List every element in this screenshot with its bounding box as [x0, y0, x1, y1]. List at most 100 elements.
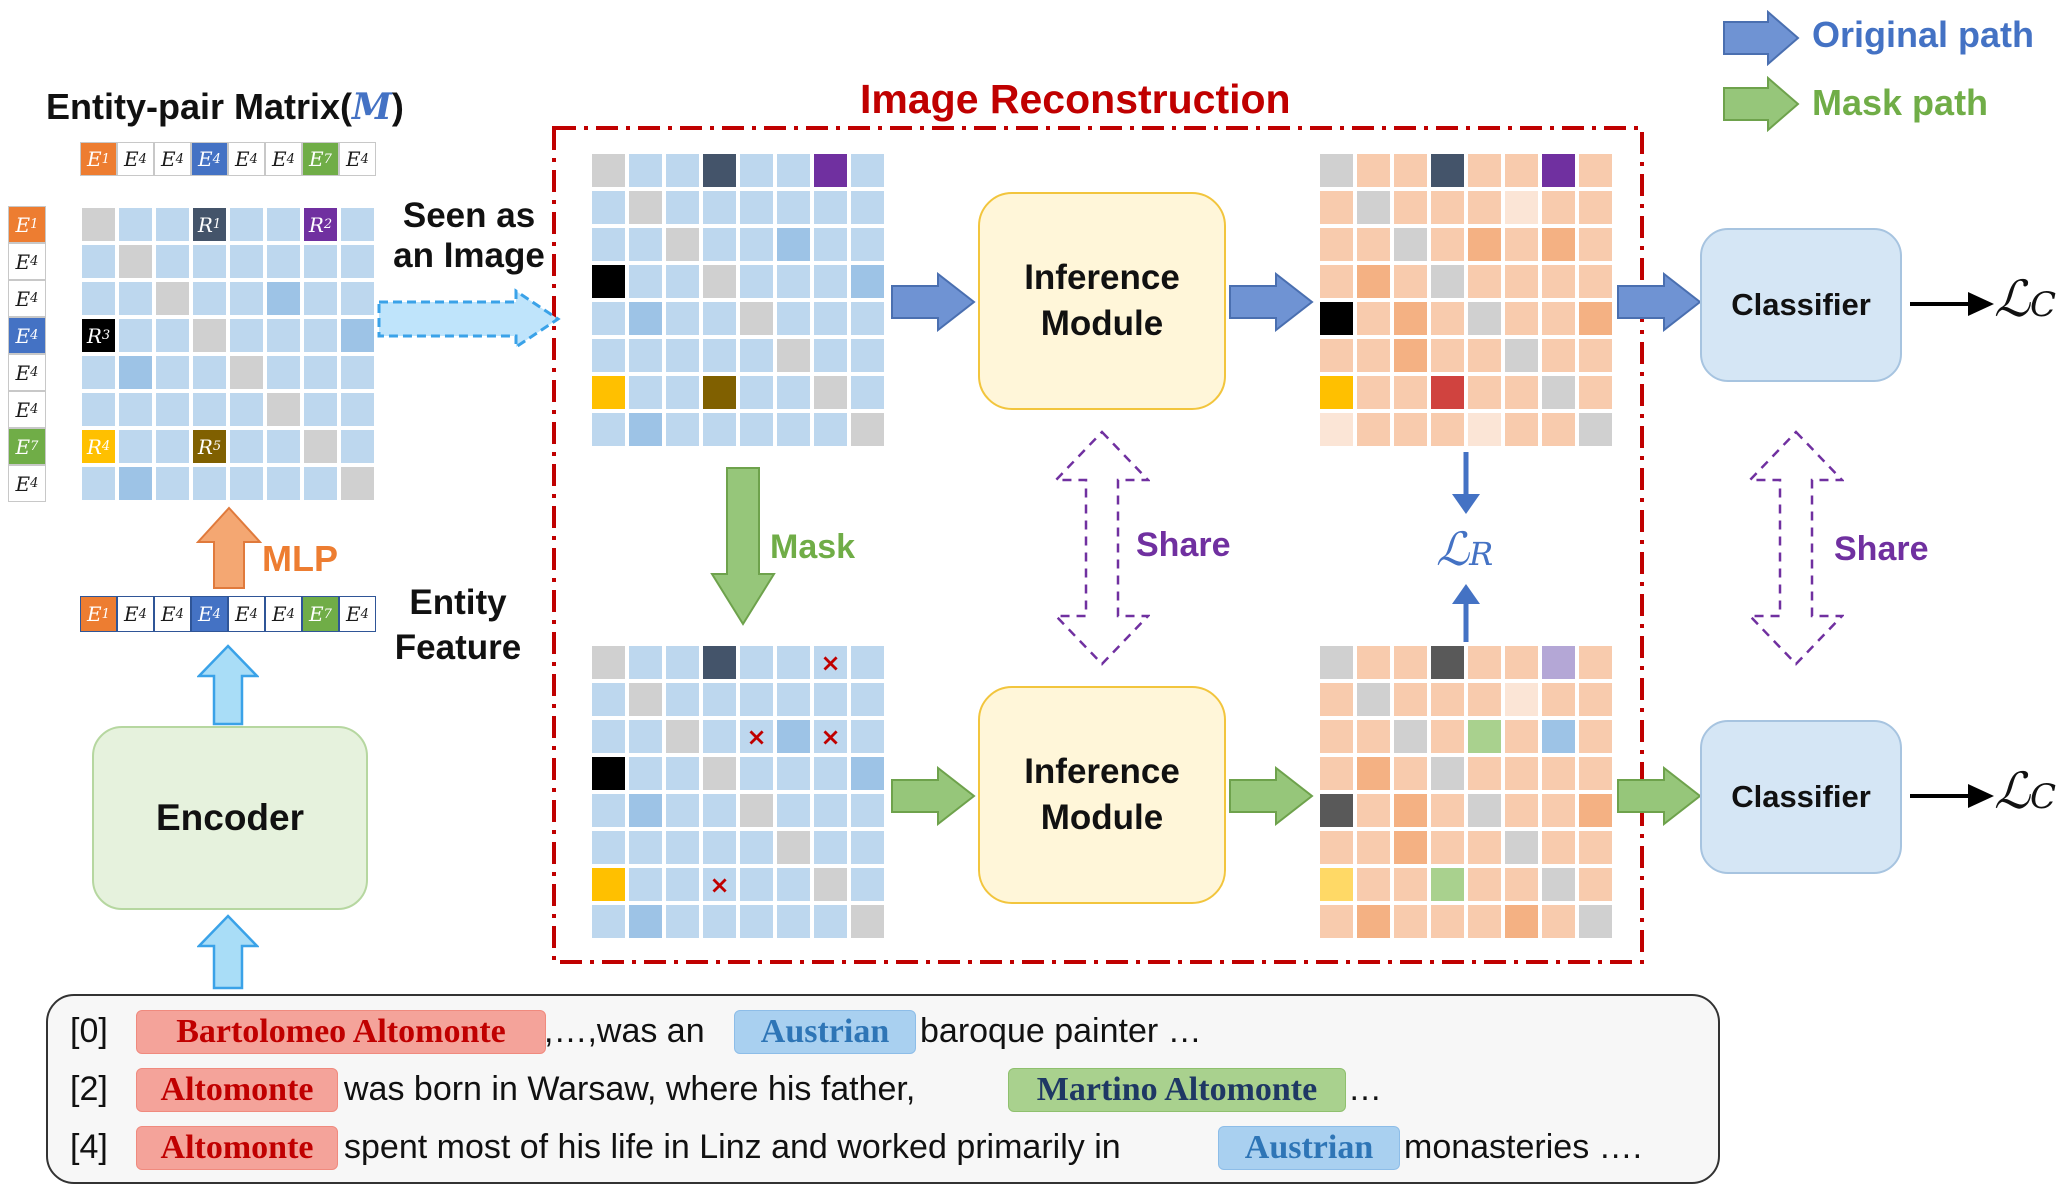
grid-cell: [775, 337, 812, 374]
grid-cell: [627, 829, 664, 866]
matrix-cell: [339, 317, 376, 354]
grid-cell: [701, 718, 738, 755]
grid-cell: [1577, 755, 1614, 792]
grid-cell: [812, 903, 849, 940]
grid-cell: [1466, 300, 1503, 337]
grid-cell: [1577, 829, 1614, 866]
grid-cell: [775, 189, 812, 226]
grid-cell: [738, 337, 775, 374]
line-index: [2]: [70, 1070, 108, 1108]
matrix-cell: [265, 317, 302, 354]
matrix-cell: [228, 206, 265, 243]
grid-cell: [1577, 903, 1614, 940]
sentence-text: baroque painter …: [920, 1012, 1202, 1050]
matrix-cell: [228, 243, 265, 280]
grid-cell: [812, 374, 849, 411]
grid-cell: [1466, 263, 1503, 300]
grid-cell: [738, 189, 775, 226]
grid-cell: [812, 792, 849, 829]
grid-cell: [1577, 792, 1614, 829]
grid-cell: [590, 792, 627, 829]
grid-cell: [1429, 829, 1466, 866]
grid-cell: [849, 681, 886, 718]
grid-cell: [738, 411, 775, 448]
grid-cell: [1318, 644, 1355, 681]
input-grid-original: [590, 152, 886, 448]
grid-cell: [1392, 263, 1429, 300]
grid-cell: [1392, 681, 1429, 718]
grid-cell: [738, 152, 775, 189]
grid-cell: [1540, 866, 1577, 903]
original-path-arrow-icon: [1617, 272, 1702, 332]
grid-cell: [1577, 337, 1614, 374]
grid-cell: [1429, 300, 1466, 337]
grid-cell: [849, 792, 886, 829]
grid-cell: [590, 374, 627, 411]
grid-cell: [701, 644, 738, 681]
matrix-cell: [117, 243, 154, 280]
grid-cell: [1429, 152, 1466, 189]
mlp-arrow-icon: [196, 506, 262, 589]
matrix-cell: [339, 428, 376, 465]
grid-cell: [1503, 152, 1540, 189]
grid-cell: [1540, 755, 1577, 792]
grid-cell: [627, 152, 664, 189]
entity-mention-red: Bartolomeo Altomonte: [136, 1010, 546, 1054]
grid-cell: [664, 903, 701, 940]
matrix-cell: [302, 428, 339, 465]
matrix-cell: [265, 206, 302, 243]
grid-cell: [590, 644, 627, 681]
grid-cell: [775, 866, 812, 903]
grid-cell: [1503, 263, 1540, 300]
grid-cell: [664, 226, 701, 263]
original-path-arrow-icon: [891, 272, 976, 332]
grid-cell: [1503, 226, 1540, 263]
matrix-cell: [80, 206, 117, 243]
output-grid-masked: [1318, 644, 1614, 940]
grid-cell: [701, 755, 738, 792]
grid-cell: [590, 411, 627, 448]
matrix-cell: [191, 317, 228, 354]
grid-cell: [664, 644, 701, 681]
matrix-cell: [117, 317, 154, 354]
grid-cell: [1466, 681, 1503, 718]
grid-cell: [1540, 792, 1577, 829]
grid-cell: [849, 263, 886, 300]
grid-cell: [1503, 374, 1540, 411]
grid-cell: [1392, 189, 1429, 226]
matrix-cell: [265, 465, 302, 502]
up-arrow-icon: [197, 644, 259, 726]
grid-cell: [1392, 718, 1429, 755]
grid-cell: [1429, 337, 1466, 374]
matrix-cell: [302, 354, 339, 391]
grid-cell: [849, 755, 886, 792]
right-arrow-icon: [1910, 292, 1994, 316]
sentence-text: was born in Warsaw, where his father,: [344, 1070, 916, 1108]
grid-cell: [590, 337, 627, 374]
loss-r: ℒR: [1436, 522, 1494, 576]
grid-cell: [1503, 866, 1540, 903]
grid-cell: [664, 866, 701, 903]
sentence-text: monasteries ….: [1404, 1128, 1643, 1166]
grid-cell: [1540, 903, 1577, 940]
grid-cell: [1318, 829, 1355, 866]
matrix-cell: [80, 354, 117, 391]
matrix-cell: [80, 280, 117, 317]
grid-cell: [1318, 903, 1355, 940]
grid-cell: [738, 644, 775, 681]
grid-cell: [701, 226, 738, 263]
grid-cell: [627, 718, 664, 755]
grid-cell: [775, 263, 812, 300]
masked-cell-x-icon: ×: [812, 718, 849, 755]
grid-cell: [1318, 718, 1355, 755]
